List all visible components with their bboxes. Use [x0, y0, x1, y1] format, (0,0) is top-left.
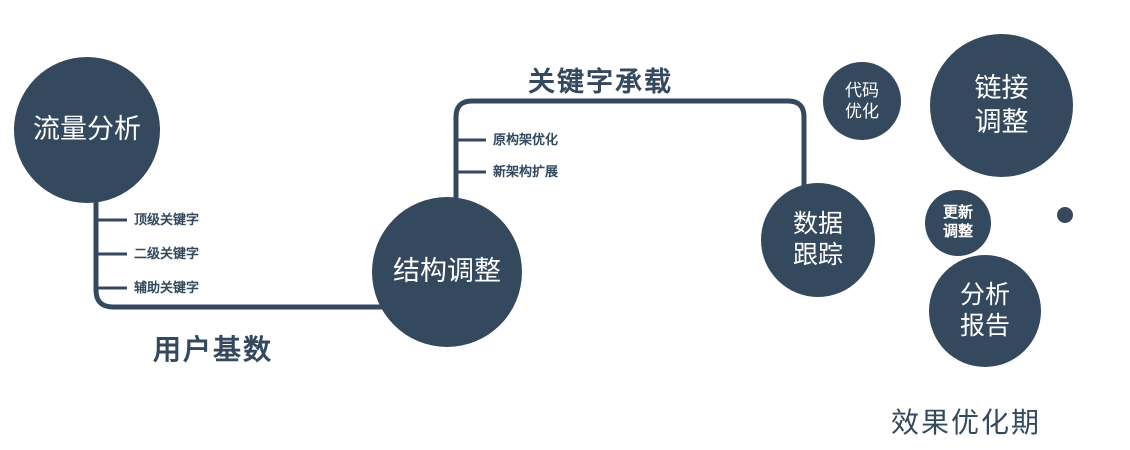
edge-label-keyword-carry: 关键字承载 — [528, 67, 673, 97]
connector-structure-tracking — [453, 98, 807, 212]
footer-phase-label: 效果优化期 — [891, 407, 1042, 438]
node-link-adjust: 链接 调整 — [930, 34, 1073, 177]
edge-label-user-base: 用户基数 — [153, 334, 274, 365]
branch-original-framework: 原构架优化 — [493, 132, 559, 147]
branch-auxiliary-keywords: 辅助关键字 — [134, 280, 200, 295]
node-structure-adjust: 结构调整 — [372, 197, 522, 347]
node-data-tracking: 数据 跟踪 — [761, 183, 875, 297]
connector-traffic-structure — [93, 188, 405, 310]
branch-secondary-keywords: 二级关键字 — [134, 246, 200, 261]
node-small-dot — [1057, 207, 1073, 223]
branch-new-framework: 新架构扩展 — [493, 164, 559, 179]
node-update-adjust: 更新 调整 — [925, 190, 991, 256]
branch-top-keywords: 顶级关键字 — [134, 212, 200, 227]
node-analysis-report: 分析 报告 — [929, 255, 1041, 367]
node-traffic-analysis: 流量分析 — [14, 57, 160, 203]
node-code-optimization: 代码 优化 — [823, 62, 901, 140]
